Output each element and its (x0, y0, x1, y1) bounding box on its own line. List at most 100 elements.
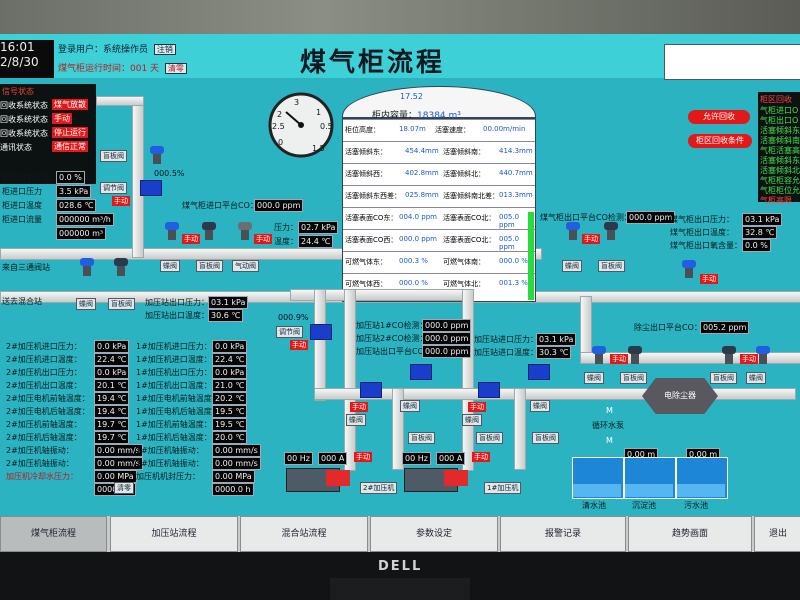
pressure-label: 压力： (274, 223, 298, 232)
blind-valve-tag: 盲板阀 (108, 298, 135, 310)
machine-param-value: 19.5 ℃ (212, 405, 248, 418)
valve-icon[interactable] (592, 346, 606, 364)
inlet-platform-co-label: 煤气柜进口平台CO： (182, 201, 258, 210)
clear-hours-button[interactable]: 清零 (114, 482, 134, 494)
tab-press-station[interactable]: 加压站流程 (110, 516, 238, 552)
machine-param-value: 19.5 ℃ (212, 418, 248, 431)
dedust-label: 电除尘器 (664, 391, 696, 400)
tab-parameters[interactable]: 参数设定 (370, 516, 498, 552)
manual-button[interactable]: 手动 (700, 274, 718, 284)
manual-button[interactable]: 手动 (350, 402, 368, 412)
press-co2-label: 加压站2#CO检测： (356, 334, 428, 343)
background-wall (0, 0, 800, 40)
pool-label: 沉淀池 (632, 501, 656, 510)
butterfly-valve-tag: 蝶阀 (160, 260, 180, 272)
outlet-platform-co-label: 煤气柜出口平台CO检测： (540, 213, 632, 222)
pump2-manual[interactable]: 手动 (354, 452, 372, 462)
settling-fill (625, 484, 673, 497)
machine-param-value: 0.00 mm/s (94, 457, 143, 470)
tank-level-top: 17.52 (400, 92, 423, 101)
machine-param-label: 1#加压机进口温度： (136, 355, 212, 364)
pump1-hz: 00 Hz (402, 452, 431, 465)
recovery-item: 活塞倾斜东 (760, 156, 800, 165)
recovery-item: 气柜活塞高 (760, 146, 800, 155)
outlet-o2-label: 煤气柜出口氧含量： (670, 241, 742, 250)
press-return-pipe (314, 388, 796, 400)
reg-valve-manual[interactable]: 手动 (112, 196, 130, 206)
outlet-pressure-label: 煤气柜出口压力： (670, 215, 734, 224)
signal-value: 手动 (52, 113, 72, 124)
press-co1-value: 000.0 ppm (422, 319, 472, 332)
manual-button[interactable]: 手动 (582, 234, 600, 244)
butterfly-valve-tag: 蝶阀 (584, 372, 604, 384)
valve-icon[interactable] (628, 346, 642, 364)
allow-recovery-button[interactable]: 允许回收 (688, 110, 750, 124)
press-valve-icon[interactable] (478, 382, 500, 398)
monitor-stand (330, 578, 470, 600)
machine-param-value: 0.0 kPa (212, 366, 248, 379)
page-title: 煤气柜流程 (300, 48, 446, 78)
signal-row: 通讯状态 (0, 143, 32, 152)
pump1-label: 1#加压机 (484, 482, 522, 494)
manual-button[interactable]: 手动 (740, 354, 758, 364)
valve-icon[interactable] (566, 222, 580, 240)
machine-param-value: 0.00 mm/s (212, 457, 261, 470)
recovery-conditions-button[interactable]: 柜区回收条件 (688, 134, 752, 148)
pump1-motor-icon (444, 470, 468, 486)
machine-param-label: 1#加压机后轴温度： (136, 433, 212, 442)
press-reg-valve-icon[interactable] (310, 324, 332, 340)
pump2-current: 000 A (318, 452, 348, 465)
valve-icon[interactable] (238, 222, 252, 240)
valve-icon[interactable] (165, 222, 179, 240)
blind-valve-tag: 盲板阀 (476, 432, 503, 444)
valve-icon[interactable] (604, 222, 618, 240)
machine-param-value: 0.0 kPa (94, 340, 130, 353)
manual-button[interactable]: 手动 (468, 402, 486, 412)
press-valve-icon[interactable] (360, 382, 382, 398)
tab-trends[interactable]: 趋势画面 (628, 516, 752, 552)
valve-icon[interactable] (682, 260, 696, 278)
manual-button[interactable]: 手动 (182, 234, 200, 244)
valve-icon[interactable] (80, 258, 94, 276)
tab-exit[interactable]: 退出 (754, 516, 800, 552)
press-co2-value: 000.0 ppm (422, 332, 472, 345)
machine-param-value: 0.0 kPa (212, 340, 248, 353)
tab-gas-holder[interactable]: 煤气柜流程 (0, 516, 107, 552)
tab-mixing-station[interactable]: 混合站流程 (240, 516, 368, 552)
valve-icon[interactable] (202, 222, 216, 240)
valve-icon[interactable] (756, 346, 770, 364)
machine-param-label: 加压机机封压力： (136, 472, 200, 481)
reg-valve-icon[interactable] (140, 180, 162, 196)
bottom-nav: 煤气柜流程 加压站流程 混合站流程 参数设定 报警记录 趋势画面 退出 (0, 516, 800, 554)
signal-value: 通信正常 (52, 141, 88, 152)
inlet-value: 0.0 % (56, 171, 85, 184)
dest-label: 送去混合站 (2, 297, 42, 306)
valve-icon[interactable] (114, 258, 128, 276)
reg-valve-pct: 000.5% (154, 169, 185, 178)
manual-button[interactable]: 手动 (290, 340, 308, 350)
clear-runtime-button[interactable]: 清零 (164, 63, 187, 74)
press-reg-pct: 000.9% (278, 313, 309, 322)
logout-button[interactable]: 注销 (153, 44, 176, 55)
recovery-item: 活塞倾斜南 (760, 136, 800, 145)
tab-alarms[interactable]: 报警记录 (500, 516, 626, 552)
inlet-label: 柜进口氧含量 (2, 173, 50, 182)
runtime-info: 煤气柜运行时间：001 天 清零 (58, 61, 187, 74)
electrostatic-precipitator (642, 378, 718, 414)
pressure-value: 02.7 kPa (298, 221, 339, 234)
outlet-platform-co-value: 000.0 ppm (626, 211, 676, 224)
press-in-temp-label: 加压站进口温度： (474, 348, 538, 357)
valve-icon[interactable] (150, 146, 164, 164)
press-valve-icon[interactable] (528, 364, 550, 380)
manual-button[interactable]: 手动 (610, 354, 628, 364)
pump1-manual[interactable]: 手动 (472, 452, 490, 462)
manual-button[interactable]: 手动 (254, 234, 272, 244)
machine-param-label: 1#加压电机后轴温度： (136, 407, 220, 416)
machine-param-label: 2#加压机轴振动： (6, 446, 74, 455)
clock-date: 2/8/30 (0, 55, 39, 69)
inlet-value: 000000 m³/h (56, 213, 114, 226)
press-valve-icon[interactable] (410, 364, 432, 380)
press-out-temp-value: 30.6 ℃ (208, 309, 244, 322)
valve-icon[interactable] (722, 346, 736, 364)
